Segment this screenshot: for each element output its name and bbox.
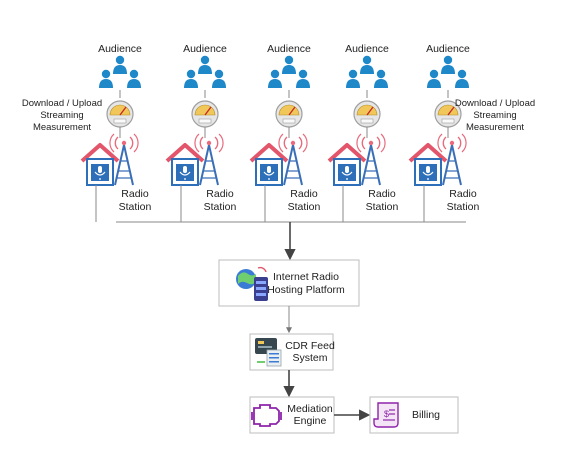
bandwidth-meter-icon <box>275 100 303 128</box>
station-label-line-1: Radio <box>368 188 396 200</box>
invoice-icon: $ <box>373 402 399 428</box>
audience-label: Audience <box>345 43 389 55</box>
station-label-line-2: Station <box>447 201 480 213</box>
audience-icon <box>346 55 388 88</box>
audience-label: Audience <box>183 43 227 55</box>
radio-station-icon <box>408 133 467 186</box>
audience-label: Audience <box>426 43 470 55</box>
bandwidth-meter-icon <box>434 100 462 128</box>
person-head <box>348 69 358 79</box>
station-label-line-2: Station <box>288 201 321 213</box>
measurement-label-left: Download / Upload Streaming Measurement <box>22 98 102 133</box>
platform-label-line-1: Internet Radio <box>273 271 339 283</box>
person-head <box>186 69 196 79</box>
bandwidth-meter-icon <box>191 100 219 128</box>
mediation-label-line-1: Mediation <box>287 403 333 415</box>
platform-label-line-2: Hosting Platform <box>267 284 345 296</box>
radio-station-icon <box>80 133 139 186</box>
billing-label: Billing <box>412 409 440 421</box>
audience-icon <box>99 55 141 88</box>
person-head <box>376 69 386 79</box>
person-body <box>374 79 388 88</box>
person-head <box>443 55 453 65</box>
station-columns: AudienceRadioStationAudienceRadioStation… <box>80 43 480 222</box>
station-label-line-2: Station <box>366 201 399 213</box>
data-feed-icon <box>255 338 282 367</box>
mediation-engine-node[interactable]: Mediation Engine <box>249 396 335 434</box>
station-label-line-2: Station <box>204 201 237 213</box>
audience-label: Audience <box>267 43 311 55</box>
person-body <box>99 79 113 88</box>
measurement-label-right: Download / Upload Streaming Measurement <box>455 98 535 133</box>
person-body <box>212 79 226 88</box>
person-body <box>441 65 455 74</box>
billing-node[interactable]: $ Billing <box>369 396 459 434</box>
person-body <box>296 79 310 88</box>
person-body <box>184 79 198 88</box>
measurement-line-1: Download / Upload <box>455 98 535 109</box>
person-head <box>129 69 139 79</box>
station-label-line-1: Radio <box>449 188 477 200</box>
person-body <box>198 65 212 74</box>
radio-station-icon <box>249 133 308 186</box>
person-head <box>115 55 125 65</box>
person-head <box>270 69 280 79</box>
cdr-label-line-2: System <box>292 352 327 364</box>
person-body <box>455 79 469 88</box>
globe-server-icon <box>236 266 268 301</box>
engine-icon <box>251 404 282 427</box>
station-label-line-1: Radio <box>290 188 318 200</box>
station-label-line-1: Radio <box>206 188 234 200</box>
person-head <box>457 69 467 79</box>
person-head <box>101 69 111 79</box>
person-body <box>127 79 141 88</box>
person-head <box>284 55 294 65</box>
measurement-line-2: Streaming <box>40 110 83 121</box>
person-head <box>214 69 224 79</box>
person-head <box>362 55 372 65</box>
audience-icon <box>268 55 310 88</box>
person-head <box>298 69 308 79</box>
radio-station-icon <box>165 133 224 186</box>
measurement-line-2: Streaming <box>473 110 516 121</box>
person-body <box>360 65 374 74</box>
person-body <box>282 65 296 74</box>
station-label-line-1: Radio <box>121 188 149 200</box>
audience-label: Audience <box>98 43 142 55</box>
station-bus <box>116 221 466 261</box>
person-head <box>200 55 210 65</box>
measurement-line-1: Download / Upload <box>22 98 102 109</box>
radio-station-icon <box>327 133 386 186</box>
bandwidth-meter-icon <box>106 100 134 128</box>
internet-radio-platform-node[interactable]: Internet Radio Hosting Platform <box>218 259 360 307</box>
person-body <box>268 79 282 88</box>
mediation-label-line-2: Engine <box>294 415 327 427</box>
measurement-line-3: Measurement <box>466 122 524 133</box>
cdr-label-line-1: CDR Feed <box>285 340 335 352</box>
audience-icon <box>184 55 226 88</box>
audience-icon <box>427 55 469 88</box>
bandwidth-meter-icon <box>353 100 381 128</box>
person-body <box>113 65 127 74</box>
person-body <box>427 79 441 88</box>
person-body <box>346 79 360 88</box>
person-head <box>429 69 439 79</box>
cdr-feed-system-node[interactable]: CDR Feed System <box>249 333 335 371</box>
station-label-line-2: Station <box>119 201 152 213</box>
measurement-line-3: Measurement <box>33 122 91 133</box>
svg-text:$: $ <box>384 409 389 419</box>
